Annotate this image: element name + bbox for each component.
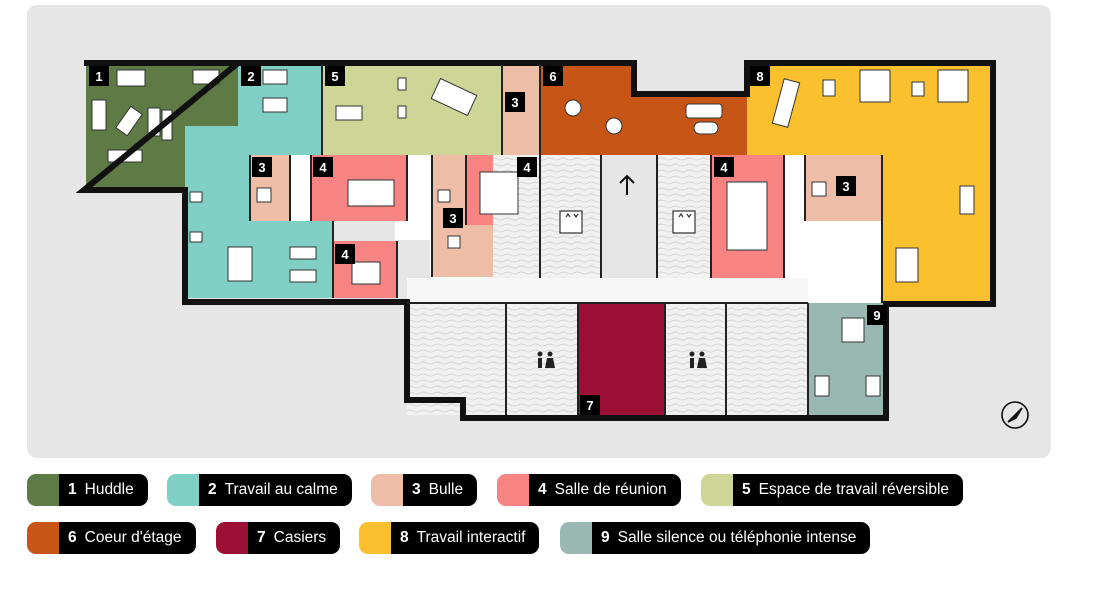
floor-plan: 1 2 5 6 8 3 3 4 4 3 3 4 4 9 7 [75,60,1029,429]
room-tag-label: 3 [842,179,849,194]
room-tag: 9 [867,305,887,325]
legend-swatch [701,474,733,506]
room-tag: 7 [580,395,600,415]
room-tag: 4 [313,157,333,177]
room-tag-label: 4 [319,160,327,175]
room-tag: 3 [443,208,463,228]
room-tag-label: 4 [341,247,349,262]
room-tag-label: 5 [331,69,338,84]
restroom-icon [537,351,707,368]
room-tag: 1 [89,66,109,86]
room-tag-label: 3 [449,211,456,226]
zone-lower-left [407,303,506,415]
legend-swatch [27,522,59,554]
room-tag-label: 3 [511,95,518,110]
legend-swatch [27,474,59,506]
room-tag-label: 2 [247,69,254,84]
room-tag-label: 4 [720,160,728,175]
room-tag: 6 [543,66,563,86]
room-tag-label: 3 [258,160,265,175]
room-tag: 2 [241,66,261,86]
legend-swatch [167,474,199,506]
compass-icon[interactable] [1001,401,1029,429]
zone-travail-interactif[interactable] [747,64,991,303]
zone-bulle-center-2[interactable] [432,225,494,277]
legend-swatch [216,522,248,554]
room-tag: 4 [335,244,355,264]
room-tag-label: 4 [523,160,531,175]
walls [75,60,996,421]
room-tag-label: 6 [549,69,556,84]
room-tag: 8 [750,66,770,86]
room-tag: 3 [252,157,272,177]
zone-lower-right [726,303,808,415]
room-tag: 3 [505,92,525,112]
zone-travail-calme-top[interactable] [185,64,333,298]
legend-swatch [371,474,403,506]
room-tag: 4 [517,157,537,177]
room-tag-label: 8 [756,69,763,84]
legend-swatch [359,522,391,554]
room-tag-label: 7 [586,398,593,413]
room-tags: 1 2 5 6 8 3 3 4 4 3 3 4 4 9 7 [89,66,887,415]
zone-wc-right [665,303,726,415]
room-tag: 3 [836,176,856,196]
arrow-up-icon [619,174,635,195]
zone-corridor-lower [407,278,808,303]
room-tag-label: 1 [95,69,102,84]
room-tag: 4 [714,157,734,177]
furniture [91,69,975,397]
legend-swatch [560,522,592,554]
room-tag-label: 9 [873,308,880,323]
elevator-icon [559,210,696,234]
room-tag: 5 [325,66,345,86]
legend-swatch [497,474,529,506]
interior-walls [249,64,883,415]
